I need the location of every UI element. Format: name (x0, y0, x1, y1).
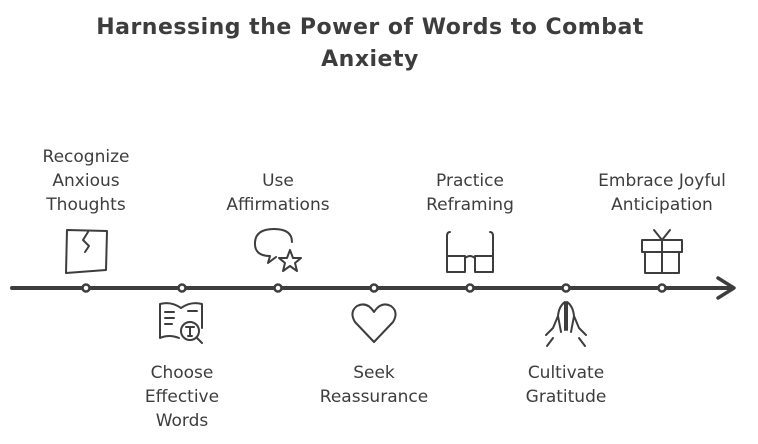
heart-icon (349, 298, 399, 348)
step-label-practice-reframing: Practice Reframing (426, 171, 514, 215)
step-label-embrace-joyful-anticipation: Embrace Joyful Anticipation (598, 171, 726, 215)
timeline-node (657, 283, 667, 293)
timeline-node (81, 283, 91, 293)
book-magnifier-icon (157, 298, 207, 348)
timeline-node (465, 283, 475, 293)
step-label-recognize-anxious-thoughts: Recognize Anxious Thoughts (42, 147, 130, 215)
glasses-icon (445, 226, 495, 276)
speech-bubble-star-icon (252, 226, 302, 276)
step-label-use-affirmations: Use Affirmations (226, 171, 330, 215)
gift-icon (637, 226, 687, 276)
timeline-node (273, 283, 283, 293)
title-line-1: Harnessing the Power of Words to Combat (96, 15, 644, 40)
step-label-seek-reassurance: Seek Reassurance (319, 363, 429, 407)
step-label-choose-effective-words: Choose Effective Words (144, 363, 220, 431)
praying-hands-icon (541, 298, 591, 348)
diagram-title: Harnessing the Power of Words to Combat … (0, 12, 740, 76)
timeline-node (177, 283, 187, 293)
timeline-node (561, 283, 571, 293)
timeline-node (369, 283, 379, 293)
step-label-cultivate-gratitude: Cultivate Gratitude (525, 363, 607, 407)
title-line-2: Anxiety (321, 47, 419, 72)
arrowhead-icon (716, 276, 736, 300)
cracked-paper-icon (61, 226, 111, 276)
